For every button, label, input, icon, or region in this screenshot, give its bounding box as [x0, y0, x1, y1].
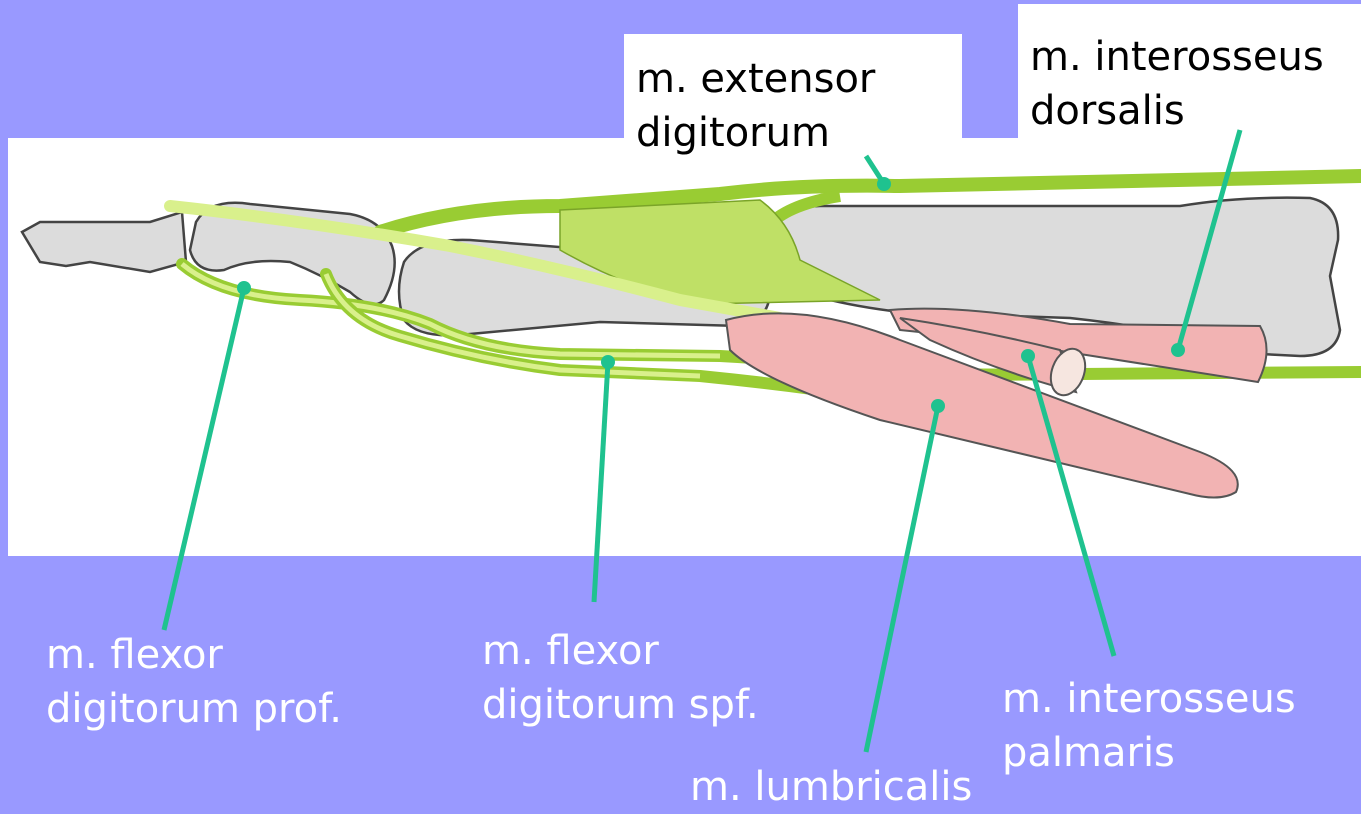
label-flexor-digitorum-prof: m. flexor digitorum prof. [46, 628, 342, 736]
label-interosseus-dorsalis: m. interosseus dorsalis [1030, 30, 1324, 138]
dot-flexor-prof [237, 281, 251, 295]
label-extensor-line1: m. extensor [636, 52, 875, 106]
label-palmar-line1: m. interosseus [1002, 672, 1296, 726]
label-flexor-digitorum-spf: m. flexor digitorum spf. [482, 624, 759, 732]
label-flexor-spf-line1: m. flexor [482, 624, 759, 678]
label-flexor-spf-line2: digitorum spf. [482, 678, 759, 732]
dot-extensor [877, 177, 891, 191]
dot-lumbricalis [931, 399, 945, 413]
label-extensor-line2: digitorum [636, 106, 875, 160]
label-lumbricalis-line1: m. lumbricalis [690, 760, 972, 814]
label-flexor-prof-line2: digitorum prof. [46, 682, 342, 736]
dot-dorsal-interosseus [1171, 343, 1185, 357]
label-lumbricalis: m. lumbricalis [690, 760, 972, 814]
label-palmar-line2: palmaris [1002, 726, 1296, 780]
leader-palmar-interosseus [1028, 356, 1114, 656]
label-dorsal-line1: m. interosseus [1030, 30, 1324, 84]
dot-flexor-spf [601, 355, 615, 369]
label-interosseus-palmaris: m. interosseus palmaris [1002, 672, 1296, 780]
label-dorsal-line2: dorsalis [1030, 84, 1324, 138]
distal-phalanx [22, 212, 186, 272]
leader-flexor-prof [164, 288, 244, 630]
leader-flexor-spf [594, 362, 608, 602]
label-extensor-digitorum: m. extensor digitorum [636, 52, 875, 160]
dot-palmar-interosseus [1021, 349, 1035, 363]
leader-lumbricalis [866, 406, 938, 752]
label-flexor-prof-line1: m. flexor [46, 628, 342, 682]
